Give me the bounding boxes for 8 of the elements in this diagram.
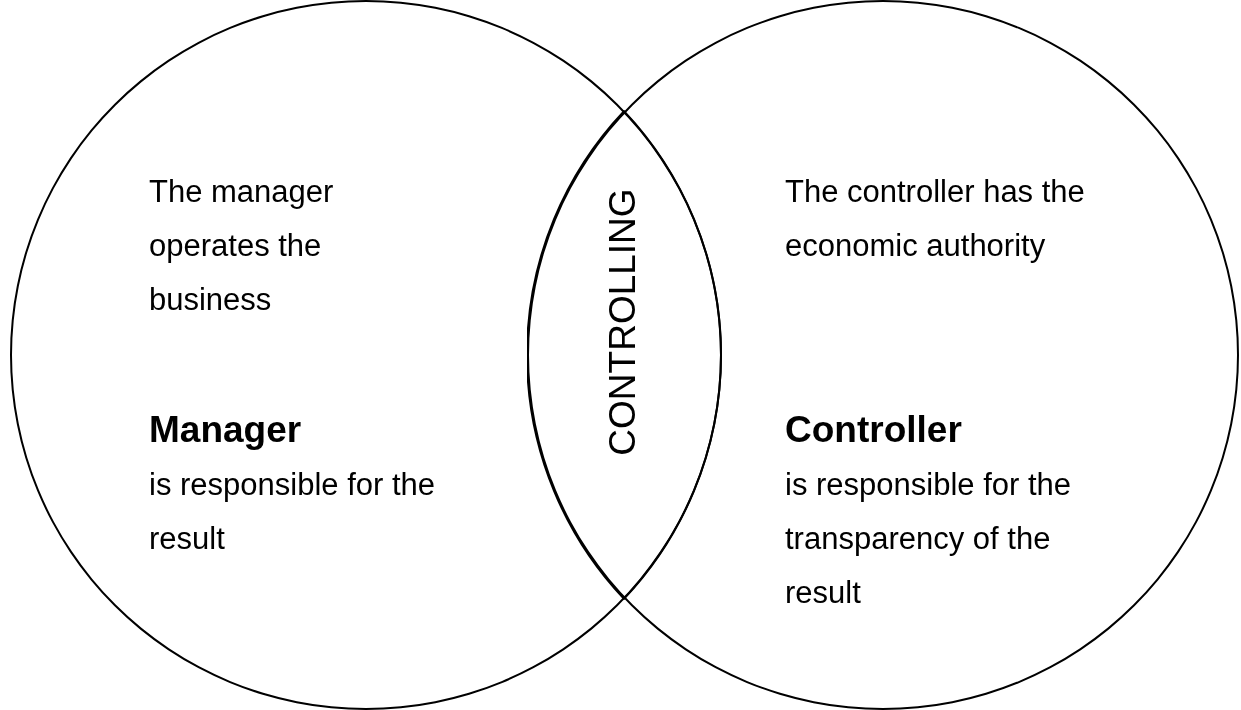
overlap-label: CONTROLLING [602,188,644,456]
description-text: The controller has the economic authority [785,173,1086,265]
role-heading: Controller [785,408,963,452]
venn-circle [527,0,1239,710]
description-text: The manager operates the business [149,173,335,319]
description-text: is responsible for the result [149,466,437,558]
role-heading: Manager [149,408,303,452]
description-text: is responsible for the transparency of the result [785,466,1073,612]
